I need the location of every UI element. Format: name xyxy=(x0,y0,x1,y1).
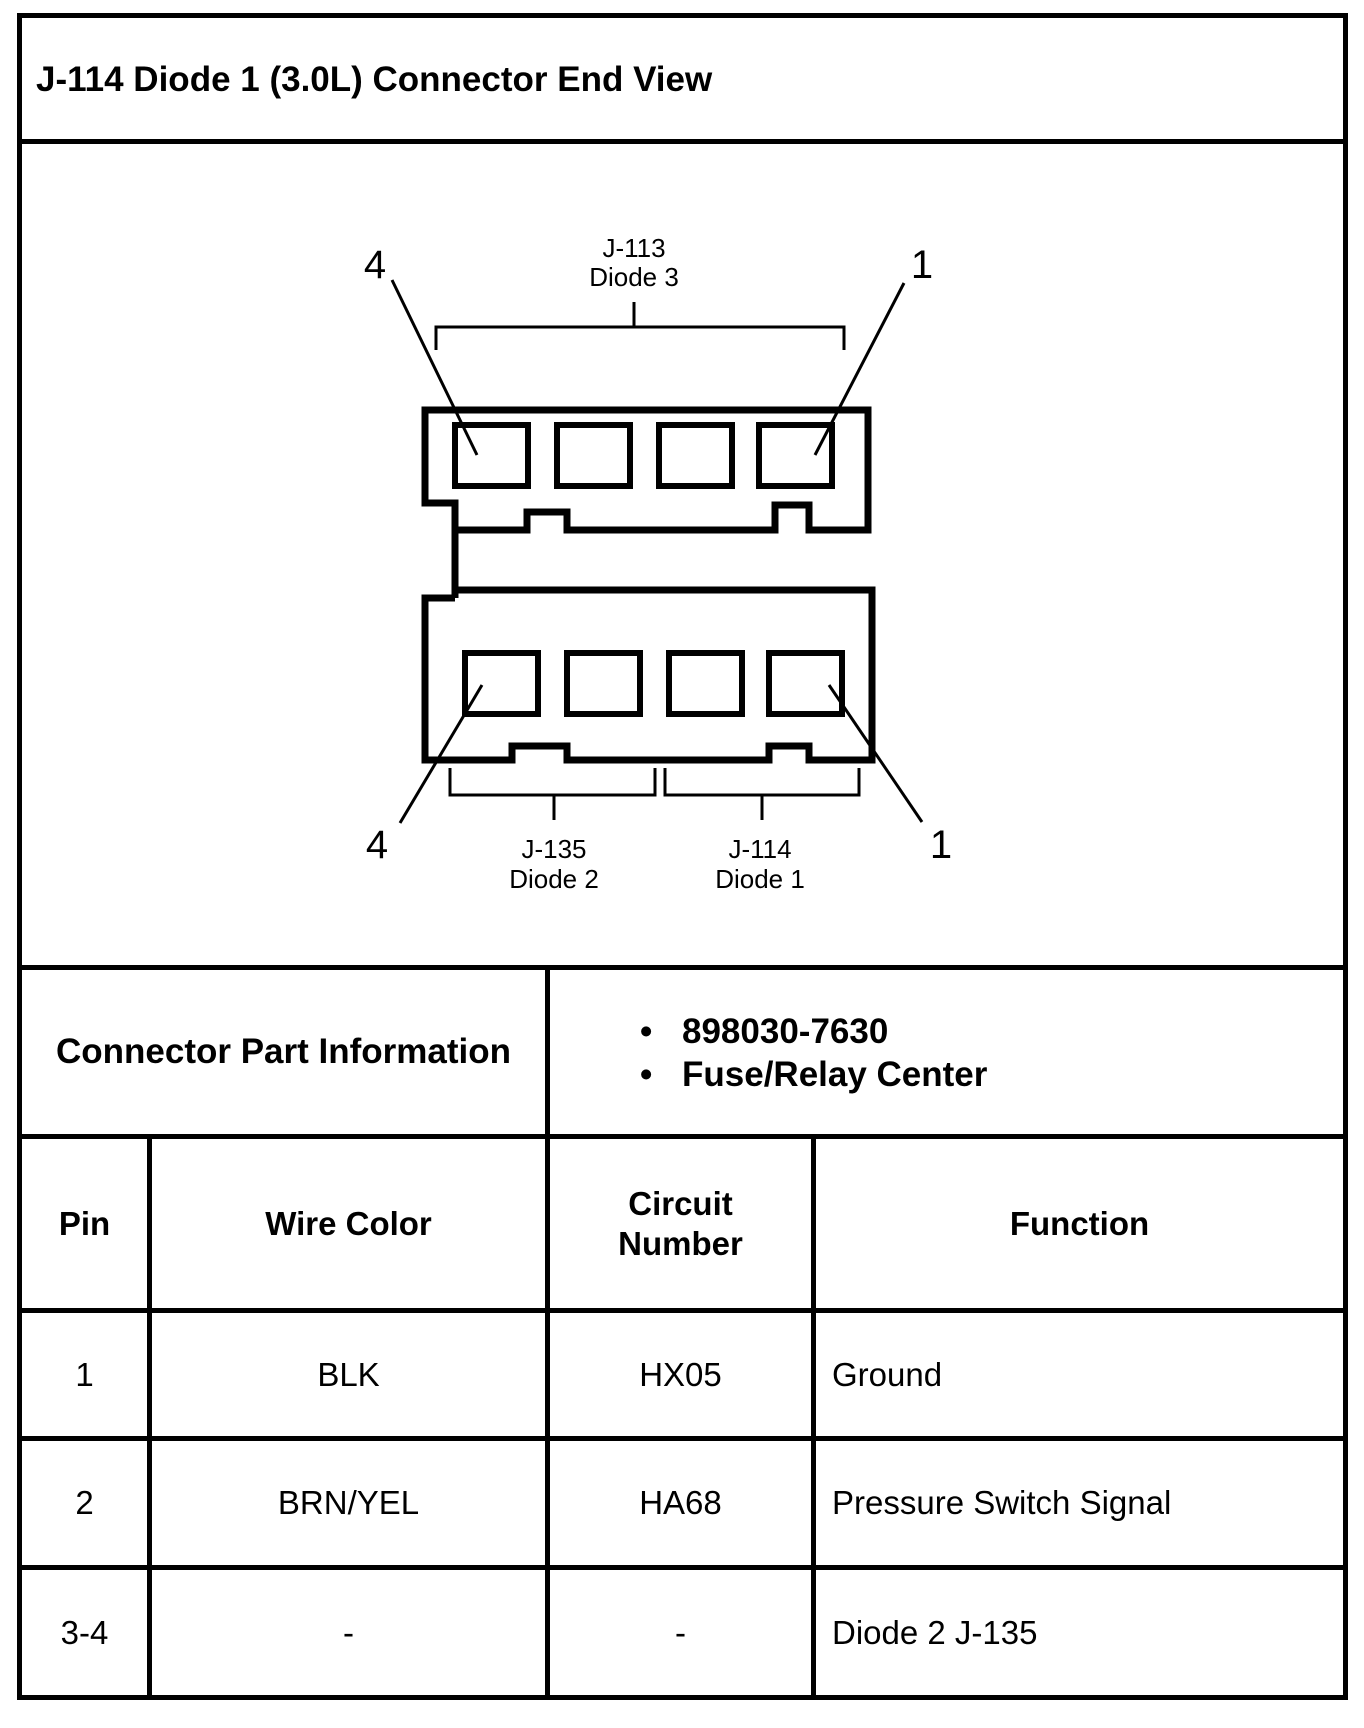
header-circuit-line1: Circuit xyxy=(628,1184,733,1222)
top-cavity-4 xyxy=(452,422,531,489)
leader-bottom-pin-1 xyxy=(827,684,924,823)
part-info-item: •898030-7630 xyxy=(640,1012,889,1051)
bottom-cavity-2 xyxy=(666,650,745,717)
header-circuit-line2: Number xyxy=(618,1224,743,1262)
leader-top-pin-1 xyxy=(813,282,906,456)
divider-col-circuit xyxy=(811,1134,816,1700)
bottom-bracket-right xyxy=(663,768,861,820)
bottom-bracket-left xyxy=(448,768,657,820)
header-circuit-number: Circuit Number xyxy=(550,1139,811,1308)
top-cavity-2 xyxy=(656,422,735,489)
row-3-circuit: - xyxy=(675,1613,686,1651)
part-info-list: •898030-7630 •Fuse/Relay Center xyxy=(640,1010,987,1096)
part-info-label: Connector Part Information xyxy=(55,1032,512,1071)
row-2-circuit: HA68 xyxy=(639,1484,722,1521)
row-1-circuit: HX05 xyxy=(639,1355,722,1393)
row-2-pin: 2 xyxy=(75,1484,94,1521)
leader-bottom-pin-4 xyxy=(398,684,484,824)
part-number: 898030-7630 xyxy=(682,1012,889,1051)
row-3-wire-color: - xyxy=(343,1613,354,1651)
top-pin-left-label: 4 xyxy=(364,243,386,287)
leader-top-pin-4 xyxy=(390,279,479,456)
bottom-cavity-3 xyxy=(564,650,643,717)
bottom-cavity-1 xyxy=(766,650,845,717)
bottom-pin-left-label: 4 xyxy=(366,823,388,867)
row-2-function: Pressure Switch Signal xyxy=(832,1484,1172,1521)
divider-row-2 xyxy=(17,1565,1348,1570)
page-title: J-114 Diode 1 (3.0L) Connector End View xyxy=(36,60,713,99)
row-2-wire-color: BRN/YEL xyxy=(277,1484,420,1521)
header-wire-color: Wire Color xyxy=(265,1204,432,1242)
top-cavity-1 xyxy=(756,422,835,489)
divider-title xyxy=(17,139,1348,144)
divider-row-1 xyxy=(17,1436,1348,1441)
part-info-item: •Fuse/Relay Center xyxy=(640,1055,988,1094)
bottom-cavity-4 xyxy=(462,650,541,717)
row-3-function: Diode 2 J-135 xyxy=(832,1613,1038,1651)
table-frame xyxy=(17,13,1348,1700)
part-location: Fuse/Relay Center xyxy=(682,1055,988,1094)
divider-col-wire xyxy=(545,1134,550,1700)
row-1-pin: 1 xyxy=(75,1355,94,1393)
divider-diagram xyxy=(17,965,1348,970)
header-function: Function xyxy=(1009,1204,1150,1242)
header-pin: Pin xyxy=(58,1204,111,1242)
bottom-right-label-connector: J-114 xyxy=(728,834,791,864)
connector-diagram: J-113 Diode 3 4 1 4 1 J-135 Diode 2 J-11… xyxy=(22,150,1343,965)
bottom-left-label-diode: Diode 2 xyxy=(509,864,599,894)
bottom-connector-outline xyxy=(421,586,876,764)
divider-part-info-col xyxy=(545,965,550,1139)
top-label-diode: Diode 3 xyxy=(589,262,679,292)
bottom-right-label-diode: Diode 1 xyxy=(715,864,805,894)
row-1-wire-color: BLK xyxy=(317,1355,380,1393)
top-connector-outline xyxy=(421,406,872,534)
top-bracket xyxy=(434,302,846,350)
top-pin-right-label: 1 xyxy=(911,243,933,287)
top-label-connector: J-113 xyxy=(602,233,665,263)
row-3-pin: 3-4 xyxy=(60,1613,109,1651)
bottom-pin-right-label: 1 xyxy=(930,823,952,867)
divider-part-info xyxy=(17,1134,1348,1139)
bottom-left-label-connector: J-135 xyxy=(521,834,586,864)
top-cavity-3 xyxy=(554,422,633,489)
divider-header xyxy=(17,1308,1348,1313)
row-1-function: Ground xyxy=(832,1355,943,1393)
divider-col-pin xyxy=(147,1134,152,1700)
